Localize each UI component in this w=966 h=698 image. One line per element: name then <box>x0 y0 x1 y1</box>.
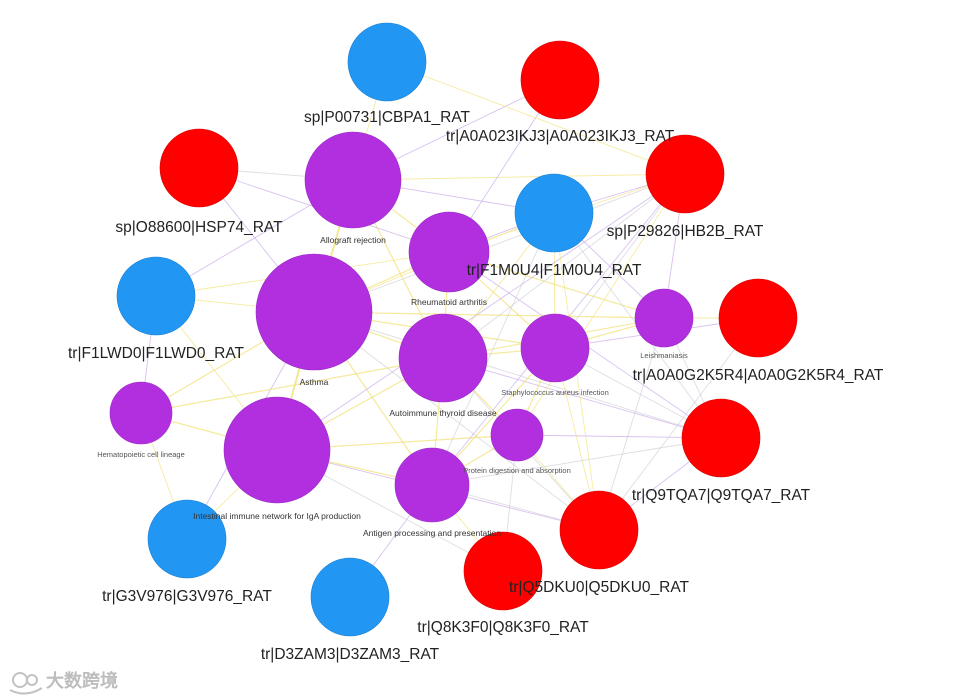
protein-label-q5dku0: tr|Q5DKU0|Q5DKU0_RAT <box>509 579 690 596</box>
pathway-label-allograft: Allograft rejection <box>320 235 386 245</box>
pathway-node-hema[interactable] <box>109 381 173 445</box>
pathway-label-ra: Rheumatoid arthritis <box>411 297 487 307</box>
pathway-label-ait: Autoimmune thyroid disease <box>389 408 497 418</box>
pathway-node-protein[interactable] <box>490 408 544 462</box>
protein-label-a0a023: tr|A0A023IKJ3|A0A023IKJ3_RAT <box>446 128 675 145</box>
protein-label-q9tqa7: tr|Q9TQA7|Q9TQA7_RAT <box>632 487 811 504</box>
protein-node-g3v976[interactable] <box>147 499 227 579</box>
protein-label-p00731: sp|P00731|CBPA1_RAT <box>304 109 471 126</box>
pathway-node-allograft[interactable] <box>304 131 402 229</box>
pathway-node-leish[interactable] <box>634 288 694 348</box>
protein-node-p29826[interactable] <box>645 134 725 214</box>
pathway-label-protein: Protein digestion and absorption <box>463 466 571 475</box>
protein-label-d3zam3: tr|D3ZAM3|D3ZAM3_RAT <box>261 646 440 663</box>
protein-label-a0a0g2: tr|A0A0G2K5R4|A0A0G2K5R4_RAT <box>633 367 884 384</box>
edge-protein-p29826 <box>516 173 686 436</box>
edge-ait-p29826 <box>442 173 686 359</box>
edge-iga-p29826 <box>276 173 686 451</box>
pathway-label-hema: Hematopoietic cell lineage <box>97 450 185 459</box>
pathway-node-asthma[interactable] <box>255 253 373 371</box>
protein-label-f1lwd0: tr|F1LWD0|F1LWD0_RAT <box>68 345 245 362</box>
watermark-logo-icon <box>9 672 43 695</box>
edge-ait-q9tqa7 <box>442 357 722 439</box>
node-layer <box>109 22 798 637</box>
watermark-text: 大数跨境 <box>46 670 118 692</box>
edge-hema-ait <box>140 357 444 414</box>
edge-asthma-q9tqa7 <box>313 311 722 439</box>
edge-asthma-q5dku0 <box>313 311 600 531</box>
protein-node-f1m0u4[interactable] <box>514 173 594 253</box>
edge-antigen-f1m0u4 <box>431 212 555 486</box>
protein-node-d3zam3[interactable] <box>310 557 390 637</box>
protein-node-a0a023[interactable] <box>520 40 600 120</box>
protein-node-o88600[interactable] <box>159 128 239 208</box>
protein-label-q8k3f0: tr|Q8K3F0|Q8K3F0_RAT <box>417 619 589 636</box>
pathway-node-ra[interactable] <box>408 211 490 293</box>
pathway-label-leish: Leishmaniasis <box>640 351 688 360</box>
pathway-label-antigen: Antigen processing and presentation <box>363 528 501 538</box>
protein-node-q9tqa7[interactable] <box>681 398 761 478</box>
protein-label-p29826: sp|P29826|HB2B_RAT <box>607 223 764 240</box>
pathway-label-asthma: Asthma <box>300 377 329 387</box>
protein-node-q5dku0[interactable] <box>559 490 639 570</box>
edge-antigen-q9tqa7 <box>431 437 722 486</box>
protein-node-p00731[interactable] <box>347 22 427 102</box>
protein-label-f1m0u4: tr|F1M0U4|F1M0U4_RAT <box>467 262 642 279</box>
protein-label-o88600: sp|O88600|HSP74_RAT <box>115 219 283 236</box>
edge-asthma-p29826 <box>313 173 686 313</box>
edge-asthma-leish <box>313 311 665 319</box>
pathway-node-iga[interactable] <box>223 396 331 504</box>
protein-node-f1lwd0[interactable] <box>116 256 196 336</box>
pathway-node-staph[interactable] <box>520 313 590 383</box>
edge-p00731-p29826 <box>386 61 686 175</box>
protein-label-g3v976: tr|G3V976|G3V976_RAT <box>102 588 272 605</box>
protein-node-q8k3f0[interactable] <box>463 531 543 611</box>
pathway-label-iga: Intestinal immune network for IgA produc… <box>193 511 361 521</box>
pathway-node-antigen[interactable] <box>394 447 470 523</box>
edge-q5dku0-a0a0g2 <box>598 317 759 531</box>
pathway-label-staph: Staphylococcus aureus infection <box>501 388 609 397</box>
pathway-node-ait[interactable] <box>398 313 488 403</box>
watermark: 大数跨境 <box>9 670 118 695</box>
protein-node-a0a0g2[interactable] <box>718 278 798 358</box>
edge-allograft-p29826 <box>352 173 686 181</box>
